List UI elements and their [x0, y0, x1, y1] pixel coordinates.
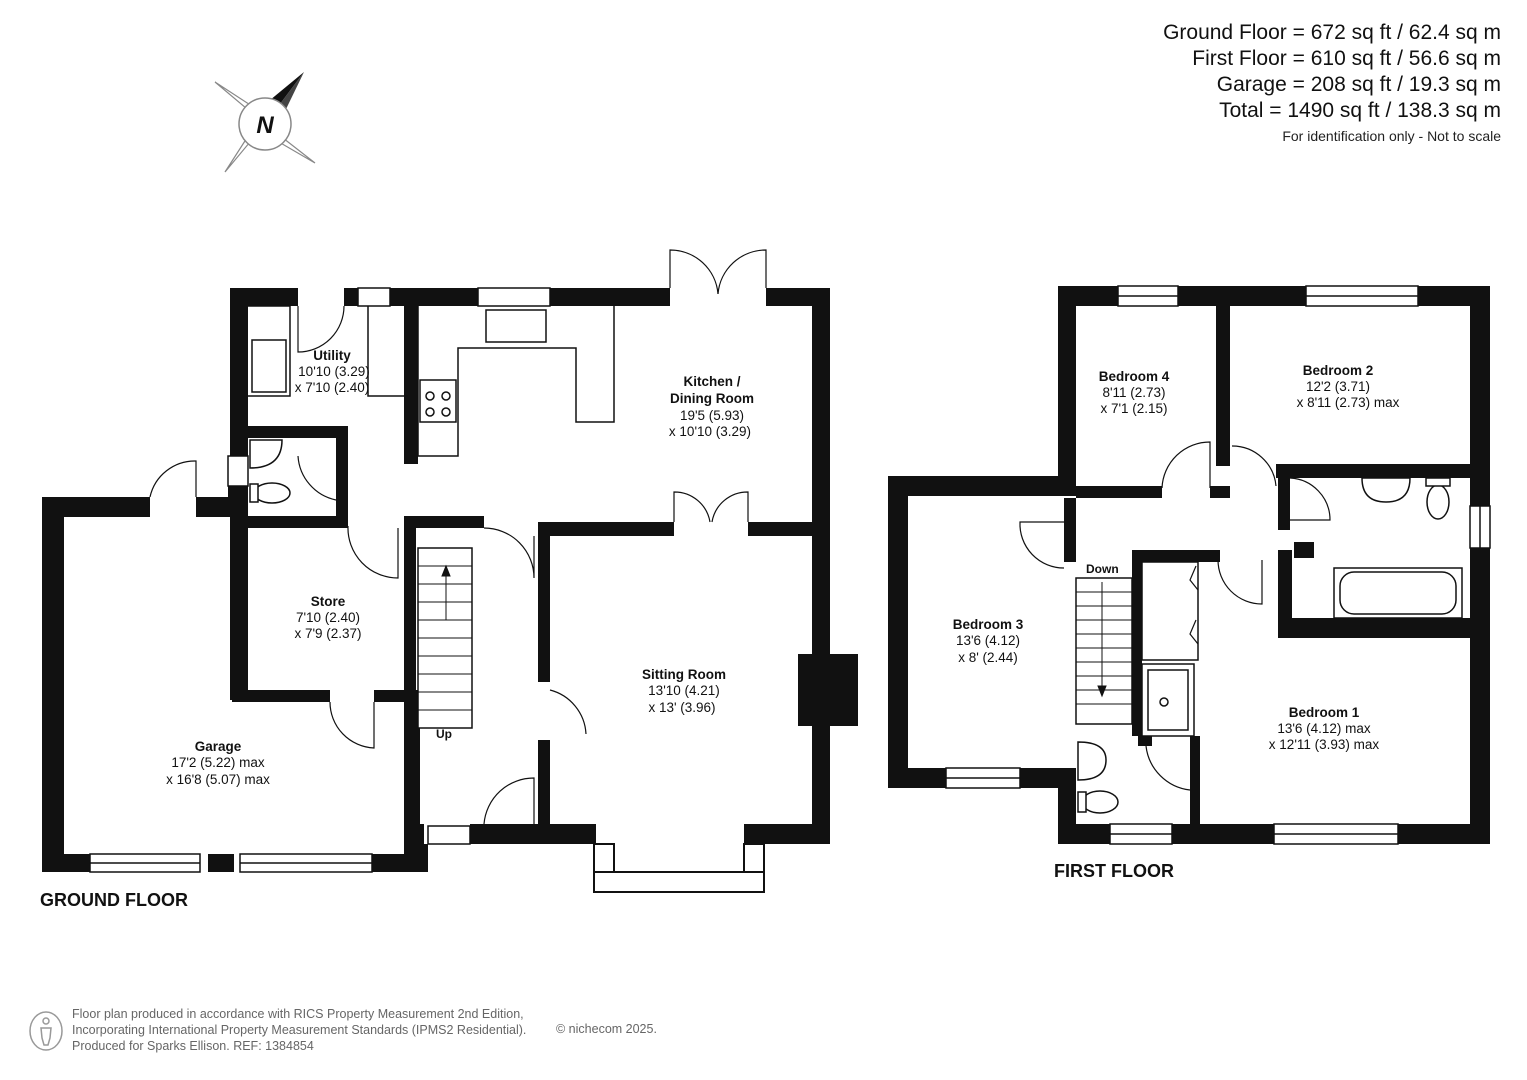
toilet-icon [1426, 484, 1450, 520]
bedroom3-name: Bedroom 3 [953, 617, 1024, 632]
store-dim2: x 7'9 (2.37) [294, 626, 361, 641]
ground-stair-treads [418, 564, 472, 711]
first-floor-plan [888, 286, 1490, 844]
utility-name: Utility [313, 348, 351, 363]
wall [42, 497, 150, 517]
hob-icon [419, 379, 457, 423]
garage-area: Garage = 208 sq ft / 19.3 sq m [1216, 73, 1501, 96]
compass-label: N [256, 112, 274, 139]
person-info-icon [29, 1011, 63, 1051]
bedroom4-name: Bedroom 4 [1099, 369, 1170, 384]
bedroom4-dim1: 8'11 (2.73) [1102, 385, 1165, 400]
first-floor-doors [1019, 441, 1331, 791]
bedroom1-name: Bedroom 1 [1289, 705, 1360, 720]
bedroom1-dim1: 13'6 (4.12) max [1277, 721, 1371, 736]
ground-floor-plan [42, 288, 858, 893]
utility-dim2: x 7'10 (2.40) [295, 380, 370, 395]
first-floor-fixtures [945, 285, 1491, 845]
ground-floor-doors [149, 249, 767, 825]
footer-text: Floor plan produced in accordance with R… [72, 1006, 526, 1054]
utility-sink-icon [251, 339, 287, 393]
sitting-room-name: Sitting Room [642, 667, 726, 682]
bedroom1-dim2: x 12'11 (3.93) max [1269, 737, 1380, 752]
stairs [1075, 577, 1133, 725]
first-floor-title: FIRST FLOOR [1054, 861, 1174, 881]
compass-north-icon: N [214, 72, 316, 173]
toilet-icon [1081, 790, 1119, 814]
wall [42, 497, 64, 872]
bedroom2-name: Bedroom 2 [1303, 363, 1374, 378]
sink-icon [485, 309, 547, 343]
garage-dim2: x 16'8 (5.07) max [166, 772, 270, 787]
store-name: Store [311, 594, 346, 609]
ground-floor-area: Ground Floor = 672 sq ft / 62.4 sq m [1163, 21, 1501, 44]
footer-line-1: Floor plan produced in accordance with R… [72, 1007, 524, 1021]
basin-icon [1077, 741, 1107, 781]
garage-name: Garage [195, 739, 242, 754]
area-summary: Ground Floor = 672 sq ft / 62.4 sq m Fir… [1163, 20, 1501, 148]
ground-floor-title: GROUND FLOOR [40, 890, 188, 910]
kitchen-dim1: 19'5 (5.93) [680, 408, 744, 423]
first-stair-treads [1076, 582, 1132, 705]
utility-dim1: 10'10 (3.29) [298, 364, 370, 379]
kitchen-name-line1: Kitchen / [683, 374, 740, 389]
total-area: Total = 1490 sq ft / 138.3 sq m [1219, 99, 1501, 122]
basin-icon [1361, 477, 1411, 503]
bedroom3-dim2: x 8' (2.44) [958, 650, 1018, 665]
stairs-up-label: Up [436, 727, 452, 741]
sitting-room-dim1: 13'10 (4.21) [648, 683, 720, 698]
basin-icon [249, 439, 283, 469]
room-labels: Utility 10'10 (3.29) x 7'10 (2.40) Kitch… [40, 348, 1400, 910]
store-dim1: 7'10 (2.40) [296, 610, 360, 625]
bedroom4-dim2: x 7'1 (2.15) [1100, 401, 1167, 416]
window [357, 287, 391, 307]
bedroom2-dim1: 12'2 (3.71) [1306, 379, 1370, 394]
footer-line-2: Incorporating International Property Mea… [72, 1023, 527, 1037]
kitchen-name-line2: Dining Room [670, 391, 754, 406]
bedroom2-dim2: x 8'11 (2.73) max [1297, 395, 1400, 410]
window [427, 825, 471, 845]
garage-dim1: 17'2 (5.22) max [171, 755, 265, 770]
window [227, 455, 249, 487]
sitting-room-dim2: x 13' (3.96) [648, 700, 715, 715]
toilet-icon [253, 482, 291, 504]
first-floor-area: First Floor = 610 sq ft / 56.6 sq m [1192, 47, 1501, 70]
window [477, 287, 551, 307]
stairs-down-label: Down [1086, 562, 1119, 576]
ground-floor-fixtures [89, 287, 615, 873]
bedroom3-dim1: 13'6 (4.12) [956, 633, 1020, 648]
footer-line-3: Produced for Sparks Ellison. REF: 138485… [72, 1039, 314, 1053]
identification-note: For identification only - Not to scale [1282, 128, 1501, 144]
kitchen-dim2: x 10'10 (3.29) [669, 424, 751, 439]
copyright: © nichecom 2025. [556, 1022, 657, 1036]
